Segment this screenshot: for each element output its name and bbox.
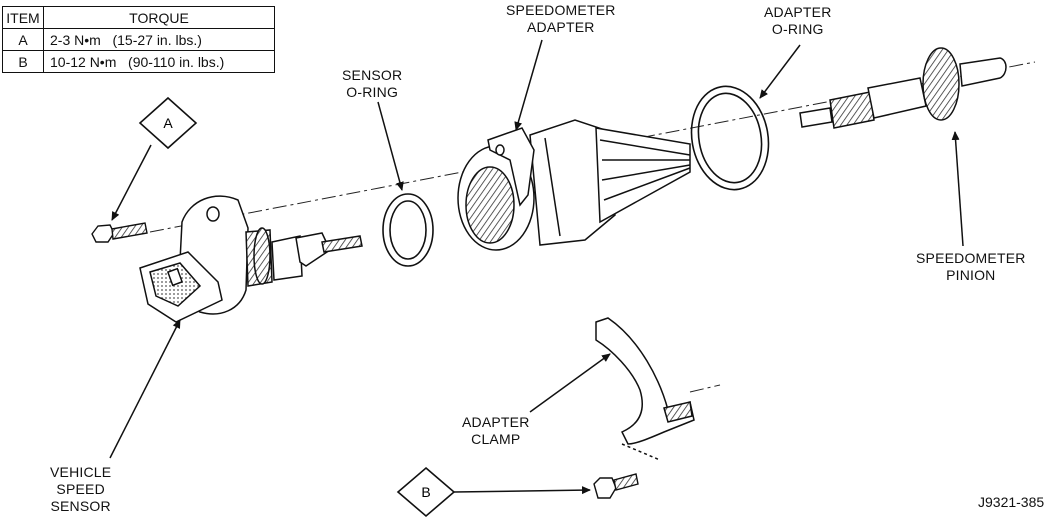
adapter-oring [690, 85, 770, 191]
leader-arrows [109, 39, 964, 459]
vehicle-speed-sensor [139, 195, 363, 323]
label-speedometer-adapter: SPEEDOMETER ADAPTER [506, 2, 616, 35]
svg-text:A: A [163, 115, 173, 131]
table-row: B 10-12 N•m (90-110 in. lbs.) [2, 50, 275, 73]
figure-code: J9321-385 [978, 494, 1045, 510]
svg-text:B: B [421, 484, 430, 500]
column-header-item: ITEM [2, 6, 44, 29]
label-adapter-oring: ADAPTER O-RING [764, 4, 832, 37]
label-vehicle-speed-sensor: VEHICLE SPEED SENSOR [50, 464, 112, 514]
label-sensor-oring: SENSOR O-RING [342, 67, 403, 100]
adapter-clamp [595, 317, 695, 461]
sensor-oring [382, 193, 434, 267]
label-speedometer-pinion: SPEEDOMETER PINION [916, 250, 1026, 283]
bolt-a [91, 222, 148, 243]
callout-b: B [396, 466, 591, 518]
bolt-b [593, 473, 639, 499]
torque-table: ITEM TORQUE A 2-3 N•m (15-27 in. lbs.) B… [2, 6, 275, 73]
table-cell-torque: 10-12 N•m (90-110 in. lbs.) [43, 50, 275, 73]
speedometer-pinion [799, 47, 1007, 129]
label-adapter-clamp: ADAPTER CLAMP [462, 414, 530, 447]
callout-a: A [111, 96, 198, 221]
speedometer-adapter [457, 119, 691, 251]
